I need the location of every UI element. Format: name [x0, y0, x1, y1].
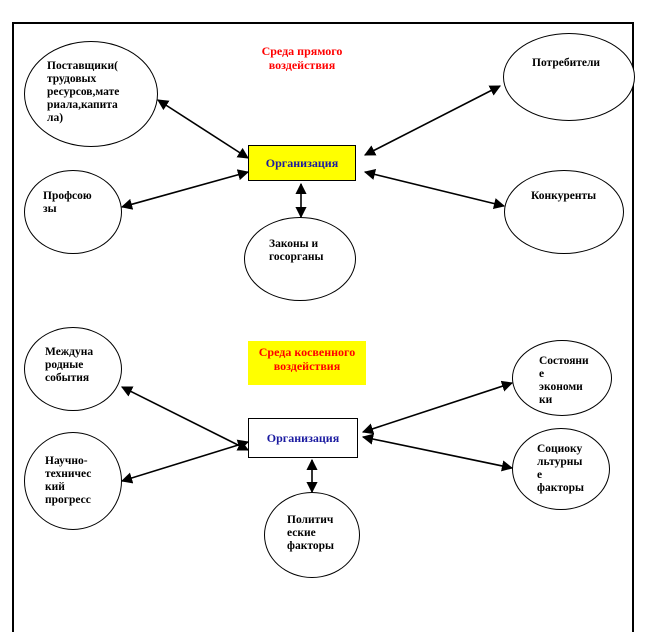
- node-suppliers: Поставщики( трудовых ресурсов,мате риала…: [24, 41, 158, 147]
- indirect-env-title: Среда косвенного воздействия: [248, 341, 366, 385]
- arrow-suppliers-org: [157, 99, 249, 159]
- arrow-sociocultural-org: [361, 433, 514, 472]
- node-laws: Законы и госорганы: [244, 217, 356, 301]
- arrow-economy-org: [361, 380, 514, 435]
- arrow-international-org: [120, 386, 250, 451]
- node-unions-label: Профсою зы: [43, 190, 92, 215]
- node-competitors: Конкуренты: [504, 170, 624, 254]
- node-laws-label: Законы и госорганы: [269, 238, 324, 263]
- node-suppliers-label: Поставщики( трудовых ресурсов,мате риала…: [47, 60, 120, 124]
- node-sociocultural: Социоку льтурны е факторы: [512, 428, 610, 510]
- arrow-competitors-org: [363, 168, 506, 210]
- node-political-label: Политич еские факторы: [287, 514, 334, 552]
- org-direct-label: Организация: [265, 155, 339, 170]
- diagram-frame: [12, 22, 634, 632]
- node-economy-label: Состояни е экономи ки: [539, 355, 589, 406]
- node-consumers-label: Потребители: [532, 57, 601, 69]
- node-scitech-label: Научно- техничес кий прогресс: [45, 455, 92, 506]
- direct-env-title: Среда прямого воздействия: [261, 44, 343, 72]
- org-indirect-box: Организация: [248, 418, 358, 458]
- node-international-label: Междуна родные события: [45, 346, 94, 384]
- arrow-consumers-org: [364, 85, 501, 156]
- org-indirect-label: Организация: [266, 430, 340, 445]
- node-competitors-label: Конкуренты: [531, 190, 597, 202]
- node-economy: Состояни е экономи ки: [512, 340, 612, 416]
- node-scitech: Научно- техничес кий прогресс: [24, 432, 122, 530]
- node-international: Междуна родные события: [24, 327, 122, 411]
- node-political: Политич еские факторы: [264, 492, 360, 578]
- node-sociocultural-label: Социоку льтурны е факторы: [537, 443, 584, 494]
- org-direct-box: Организация: [248, 145, 356, 181]
- node-unions: Профсою зы: [24, 170, 122, 254]
- arrow-unions-org: [120, 169, 250, 210]
- node-consumers: Потребители: [503, 33, 635, 121]
- arrow-scitech-org: [120, 439, 250, 484]
